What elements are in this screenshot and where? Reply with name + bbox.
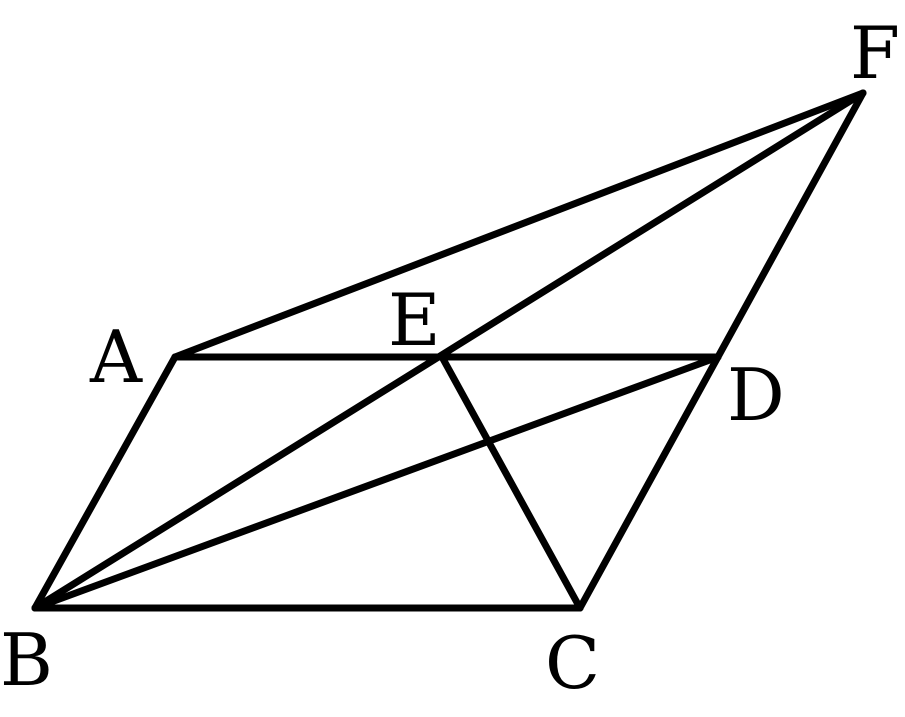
segment-bd [31,353,722,612]
segment-ec [438,353,584,612]
segment-ab [31,353,179,612]
label-f: F [850,11,900,95]
label-b: B [0,618,53,702]
label-group: A B C D E F [0,11,900,705]
label-e: E [388,278,441,362]
label-d: D [727,353,785,437]
segment-af [171,89,867,361]
label-a: A [89,315,143,399]
segment-cf [576,89,867,612]
label-c: C [545,621,600,705]
segment-group [31,89,867,612]
segment-bf [31,89,867,612]
